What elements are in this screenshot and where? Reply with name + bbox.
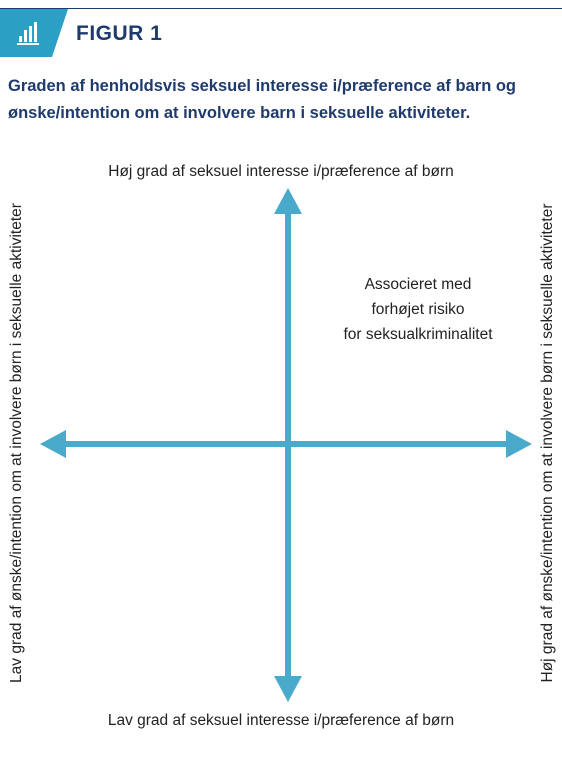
horizontal-axis-left-arrow	[40, 430, 66, 458]
vertical-axis-up-arrow	[274, 188, 302, 214]
quadrant-annotation-line: Associeret med	[364, 276, 472, 293]
figure-subtitle: Graden af henholdsvis seksuel interesse …	[8, 77, 517, 122]
y-axis-top-label: Høj grad af seksuel interesse i/præferen…	[108, 163, 454, 180]
horizontal-axis-right-arrow	[506, 430, 532, 458]
header-rule	[0, 8, 562, 9]
quadrant-annotation-line: forhøjet risiko	[371, 301, 465, 318]
figure-badge	[0, 9, 68, 57]
quadrant-annotation-line: for seksualkriminalitet	[343, 326, 493, 343]
quadrant-annotation: Associeret med forhøjet risiko for seksu…	[318, 272, 518, 347]
figure-title: FIGUR 1	[76, 22, 163, 45]
vertical-axis-down-arrow	[274, 676, 302, 702]
y-axis-bottom-label: Lav grad af seksuel interesse i/præferen…	[107, 712, 455, 729]
horizontal-axis-line	[64, 441, 508, 447]
bar-chart-icon	[17, 22, 39, 45]
